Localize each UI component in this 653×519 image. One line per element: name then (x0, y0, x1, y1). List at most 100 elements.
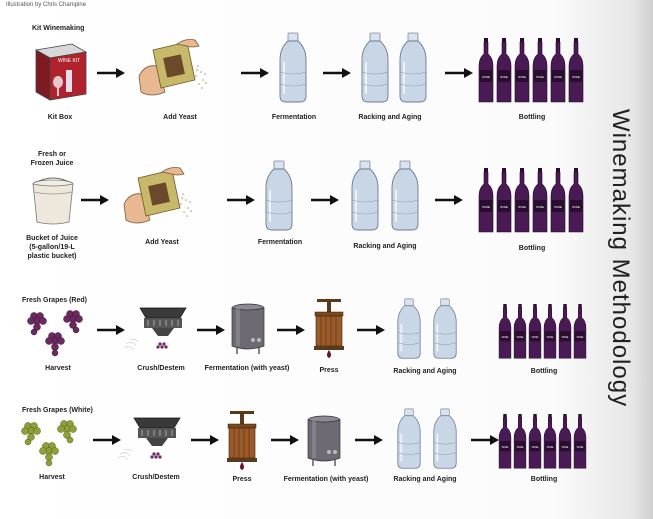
svg-text:WINE: WINE (547, 336, 554, 339)
svg-text:WINE: WINE (502, 336, 509, 339)
label-racking-aging: Racking and Aging (353, 243, 417, 250)
wine-bottle-icon: WINE (528, 414, 542, 469)
arrow-icon (435, 195, 463, 205)
arrow-icon (357, 325, 385, 335)
label-bottling: Bottling (530, 476, 558, 483)
svg-text:WINE: WINE (532, 336, 539, 339)
arrow-icon (323, 68, 351, 78)
svg-text:WINE: WINE (500, 205, 508, 209)
label-fermentation: Fermentation (257, 239, 303, 246)
row-juice-header-line2: Frozen Juice (30, 160, 74, 167)
arrow-icon (445, 68, 473, 78)
label-fermentation-yeast: Fermentation (with yeast) (283, 476, 369, 483)
label-press: Press (319, 367, 339, 374)
fermenter-tank-icon (307, 415, 341, 466)
svg-text:WINE: WINE (577, 446, 584, 449)
label-racking-aging: Racking and Aging (393, 476, 457, 483)
svg-text:WINE: WINE (518, 205, 526, 209)
crusher-destemmer-icon (123, 307, 187, 351)
label-bucket-line3: plastic bucket) (27, 253, 77, 260)
carboy-icon (433, 408, 457, 469)
label-bucket-line1: Bucket of Juice (26, 235, 78, 242)
grape-cluster-icon (27, 310, 83, 357)
arrow-icon (271, 435, 299, 445)
svg-text:WINE: WINE (518, 75, 526, 79)
diagram-title: Winemaking Methodology (607, 108, 634, 408)
svg-text:WINE: WINE (554, 75, 562, 79)
wine-bottle-icon: WINE (558, 304, 572, 359)
svg-text:WINE: WINE (536, 75, 544, 79)
arrow-icon (81, 195, 109, 205)
svg-text:WINE: WINE (562, 446, 569, 449)
svg-text:WINE: WINE (536, 205, 544, 209)
label-racking-aging: Racking and Aging (358, 114, 422, 121)
label-add-yeast: Add Yeast (145, 239, 179, 246)
grape-cluster-icon (21, 420, 77, 467)
svg-text:WINE: WINE (554, 205, 562, 209)
label-bottling: Bottling (530, 368, 558, 375)
label-fermentation: Fermentation (271, 114, 317, 121)
bucket-icon (32, 177, 74, 225)
wine-bottle-icon: WINE (478, 168, 494, 233)
row-juice-header-line1: Fresh or (37, 151, 67, 158)
arrow-icon (97, 325, 125, 335)
kit-box-icon: WINE KIT (34, 43, 88, 101)
svg-text:WINE: WINE (577, 336, 584, 339)
row-kit-header: Kit Winemaking (32, 25, 85, 32)
label-add-yeast: Add Yeast (163, 114, 197, 121)
svg-text:WINE: WINE (532, 446, 539, 449)
row-red-header: Fresh Grapes (Red) (22, 297, 87, 304)
wine-bottle-icon: WINE (496, 168, 512, 233)
wine-bottle-icon: WINE (498, 304, 512, 359)
svg-text:WINE: WINE (572, 205, 580, 209)
label-press: Press (232, 476, 252, 483)
wine-bottle-icon: WINE (532, 168, 548, 233)
arrow-icon (197, 325, 225, 335)
kit-box-text: WINE KIT (58, 58, 80, 64)
label-bottling: Bottling (518, 114, 546, 121)
bottle-group: WINE WINE WINE WINE WINE WINE (478, 168, 588, 234)
carboy-icon (397, 298, 421, 359)
svg-text:WINE: WINE (517, 446, 524, 449)
label-fermentation-yeast: Fermentation (with yeast) (204, 365, 290, 372)
label-harvest: Harvest (45, 365, 71, 372)
label-crush-destem: Crush/Destem (132, 474, 180, 481)
fermenter-tank-icon (231, 303, 265, 354)
bottle-group: WINE WINE WINE WINE WINE WINE (498, 304, 594, 360)
carboy-icon (279, 32, 307, 103)
label-kit-box: Kit Box (47, 114, 73, 121)
row-white-header: Fresh Grapes (White) (22, 407, 93, 414)
wine-press-icon (227, 411, 257, 470)
arrow-icon (471, 435, 499, 445)
carboy-icon (361, 32, 389, 103)
carboy-icon (399, 32, 427, 103)
bottle-group: WINE WINE WINE WINE WINE WINE (478, 38, 588, 104)
wine-bottle-icon: WINE (558, 414, 572, 469)
carboy-icon (391, 160, 419, 231)
wine-bottle-icon: WINE (568, 38, 584, 103)
wine-bottle-icon: WINE (543, 414, 557, 469)
arrow-icon (241, 68, 269, 78)
carboy-icon (351, 160, 379, 231)
wine-bottle-icon: WINE (496, 38, 512, 103)
svg-text:WINE: WINE (500, 75, 508, 79)
wine-bottle-icon: WINE (568, 168, 584, 233)
wine-bottle-icon: WINE (498, 414, 512, 469)
wine-bottle-icon: WINE (573, 414, 587, 469)
svg-text:WINE: WINE (482, 75, 490, 79)
arrow-icon (191, 435, 219, 445)
carboy-icon (265, 160, 293, 231)
arrow-icon (97, 68, 125, 78)
svg-text:WINE: WINE (562, 336, 569, 339)
crusher-destemmer-icon (117, 417, 181, 461)
arrow-icon (355, 435, 383, 445)
label-crush-destem: Crush/Destem (137, 365, 185, 372)
label-bottling: Bottling (518, 245, 546, 252)
arrow-icon (277, 325, 305, 335)
wine-bottle-icon: WINE (513, 304, 527, 359)
wine-bottle-icon: WINE (478, 38, 494, 103)
svg-text:WINE: WINE (482, 205, 490, 209)
wine-press-icon (314, 299, 344, 358)
svg-text:WINE: WINE (547, 446, 554, 449)
